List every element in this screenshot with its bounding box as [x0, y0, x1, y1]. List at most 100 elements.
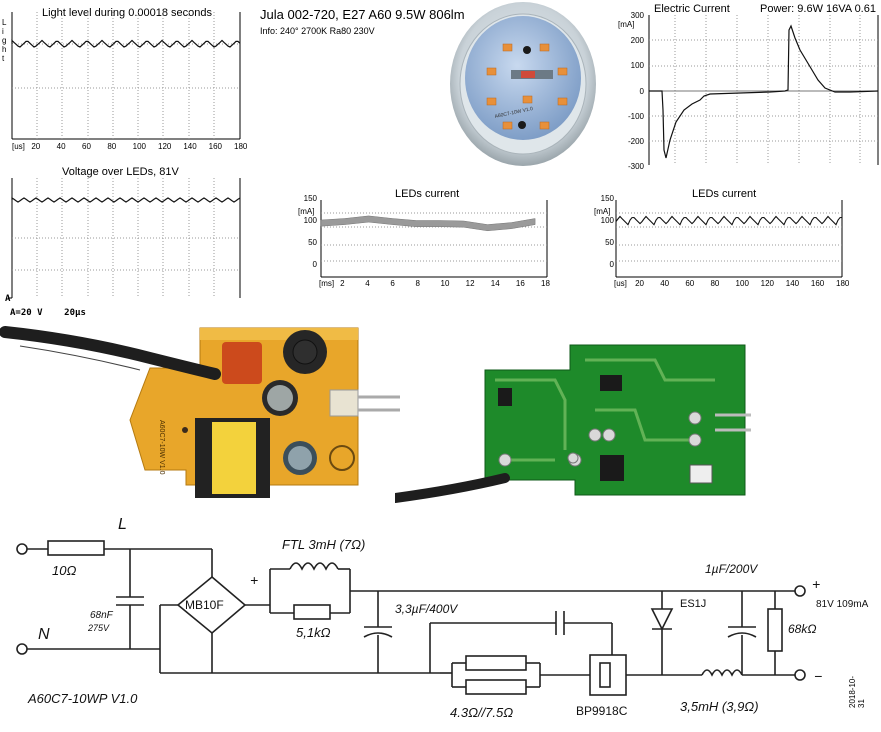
leds-us-plot	[615, 200, 843, 278]
sense-resistor-value: 4.3Ω//7.5Ω	[450, 705, 513, 720]
current-chart-yunit: [mA]	[618, 20, 635, 29]
light-series-line	[11, 39, 241, 48]
parallel-resistor-value: 5,1kΩ	[296, 625, 331, 640]
leds-ms-x-tick: 8	[415, 279, 420, 288]
led-board-photo: A60C7-10W V1.0	[450, 2, 596, 166]
leds-us-x-tick: 140	[785, 279, 800, 288]
current-y-tick: -200	[627, 137, 644, 146]
voltage-chart-plot	[8, 178, 241, 299]
leds-us-series-line	[615, 215, 843, 226]
light-x-tick: 140	[183, 142, 197, 151]
light-chart-plot	[11, 12, 241, 140]
leds-us-x-tick: 40	[660, 279, 670, 288]
leds-ms-x-tick: 6	[390, 279, 395, 288]
light-chart-title: Light level during 0.00018 seconds	[42, 7, 213, 19]
leds-ms-chart-title: LEDs current	[395, 188, 460, 200]
light-chart: Light level during 0.00018 seconds L i g…	[0, 0, 250, 160]
light-x-tick: 100	[132, 142, 147, 151]
diode-label: ES1J	[680, 598, 706, 610]
leds-ms-x-tick: 2	[340, 279, 345, 288]
light-chart-xunit: [us]	[12, 142, 25, 151]
yellow-pcb-marking: A60C7-10W V1.0	[158, 420, 165, 475]
driver-ic-label: BP9918C	[576, 704, 628, 718]
current-series-line	[649, 24, 879, 159]
voltage-chart: Voltage over LEDs, 81V A A=20 V 20µs	[0, 160, 250, 320]
output-rating: 81V 109mA	[816, 599, 869, 610]
date-stamp: 2018-10-31	[848, 675, 866, 708]
leds-us-x-tick: 20	[635, 279, 645, 288]
leds-ms-x-tick: 4	[365, 279, 370, 288]
leds-us-x-tick: 160	[810, 279, 825, 288]
leds-us-y-tick: 150	[600, 194, 614, 203]
leds-us-x-tick: 60	[685, 279, 695, 288]
output-inductor-value: 3,5mH (3,9Ω)	[680, 699, 759, 714]
leds-ms-chart: LEDs current [mA] 2 4 6 8 10 12 14 16 18 150 100 50…	[285, 185, 555, 295]
leds-ms-plot	[320, 200, 548, 278]
leds-us-x-tick: 80	[710, 279, 720, 288]
current-y-tick: -100	[627, 111, 644, 121]
scope-setting: A=20 V 20µs	[10, 308, 86, 318]
leds-us-x-tick: 120	[760, 279, 775, 288]
light-x-tick: 80	[107, 142, 117, 151]
light-x-tick: 60	[82, 142, 91, 151]
bridge-rectifier-label: MB10F	[185, 598, 224, 612]
x-capacitor-voltage: 275V	[87, 623, 110, 633]
current-y-tick: 0	[639, 86, 644, 96]
leds-ms-x-tick: 10	[440, 279, 450, 288]
current-y-tick: -300	[627, 162, 644, 172]
current-chart: Electric Current Power: 9.6W 16VA 0.61 […	[600, 0, 881, 172]
current-y-tick: 100	[630, 61, 644, 71]
leds-us-x-tick: 100	[735, 279, 749, 288]
current-chart-plot	[648, 15, 879, 165]
light-x-tick: 120	[158, 142, 172, 151]
leds-ms-yunit: [mA]	[298, 207, 315, 216]
light-x-tick: 180	[234, 142, 248, 151]
line-terminal-label: L	[118, 516, 127, 533]
light-x-tick: 20	[31, 142, 41, 151]
bulb-info: Info: 240° 2700K Ra80 230V	[260, 26, 375, 36]
ftl-inductor-value: FTL 3mH (7Ω)	[282, 537, 365, 552]
voltage-series-line	[11, 196, 241, 203]
leds-us-yunit: [mA]	[594, 207, 611, 216]
output-capacitor-value: 1µF/200V	[705, 562, 758, 576]
leds-ms-y-tick: 150	[303, 194, 317, 203]
leds-us-y-tick: 0	[609, 260, 614, 269]
leds-us-chart: LEDs current [mA] 20 40 60 80 100 120 140 160 18…	[590, 185, 881, 295]
leds-us-xunit: [us]	[614, 279, 627, 288]
neutral-terminal-label: N	[38, 626, 50, 643]
output-plus-label: +	[812, 576, 820, 592]
scope-channel-label: A	[5, 294, 11, 304]
leds-ms-x-tick: 18	[541, 279, 550, 288]
board-name-label: A60C7-10WP V1.0	[27, 691, 138, 706]
output-resistor-value: 68kΩ	[788, 622, 816, 636]
leds-ms-y-tick: 0	[312, 260, 317, 269]
leds-ms-xunit: [ms]	[319, 279, 335, 288]
leds-ms-y-tick: 100	[303, 216, 317, 225]
light-x-tick: 160	[208, 142, 223, 151]
current-y-tick: 200	[630, 36, 644, 46]
leds-us-y-tick: 100	[600, 216, 614, 225]
leds-ms-x-tick: 14	[490, 279, 500, 288]
leds-ms-x-tick: 12	[465, 279, 475, 288]
driver-pcb-green-photo	[395, 344, 751, 503]
voltage-chart-title: Voltage over LEDs, 81V	[62, 166, 179, 178]
circuit-schematic: L N 10Ω 68nF 275V MB10F + FTL 3mH (7Ω) 5…	[16, 516, 869, 720]
bulk-capacitor-value: 3,3µF/400V	[395, 602, 458, 616]
driver-pcb-yellow-photo: A60C7-10W V1.0	[0, 326, 400, 498]
leds-us-x-tick: 180	[836, 279, 850, 288]
leds-ms-x-tick: 16	[515, 279, 525, 288]
bridge-plus-label: +	[250, 572, 258, 588]
light-x-tick: 40	[56, 142, 66, 151]
current-chart-title: Electric Current	[654, 3, 730, 15]
x-capacitor-value: 68nF	[90, 610, 114, 621]
power-readout: Power: 9.6W 16VA 0.61	[760, 3, 876, 15]
page-title: Jula 002-720, E27 A60 9.5W 806lm	[260, 7, 465, 22]
light-chart-ylabel: L i g h t	[2, 18, 7, 63]
output-minus-label: −	[814, 668, 822, 684]
current-y-tick: 300	[630, 11, 644, 20]
leds-us-chart-title: LEDs current	[692, 188, 757, 200]
leds-ms-band	[320, 215, 536, 232]
input-resistor-value: 10Ω	[52, 563, 76, 578]
leds-us-y-tick: 50	[605, 238, 614, 247]
leds-ms-y-tick: 50	[308, 238, 317, 247]
